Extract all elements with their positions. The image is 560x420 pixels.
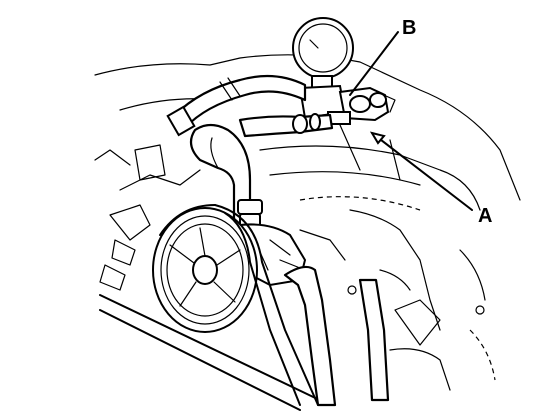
gauge-inlet-hose bbox=[166, 74, 307, 137]
callout-leader-b bbox=[349, 31, 399, 96]
label-a: A bbox=[478, 205, 492, 227]
pressure-gauge bbox=[292, 17, 354, 91]
callout-leader-a bbox=[369, 131, 473, 211]
return-hose bbox=[283, 265, 390, 407]
gauge-valve-body bbox=[298, 84, 396, 125]
drive-belt bbox=[99, 204, 331, 411]
label-b: B bbox=[402, 17, 416, 39]
pump-pulley bbox=[152, 207, 258, 333]
gauge-outlet-hose bbox=[238, 113, 334, 138]
engine-background bbox=[94, 54, 521, 391]
